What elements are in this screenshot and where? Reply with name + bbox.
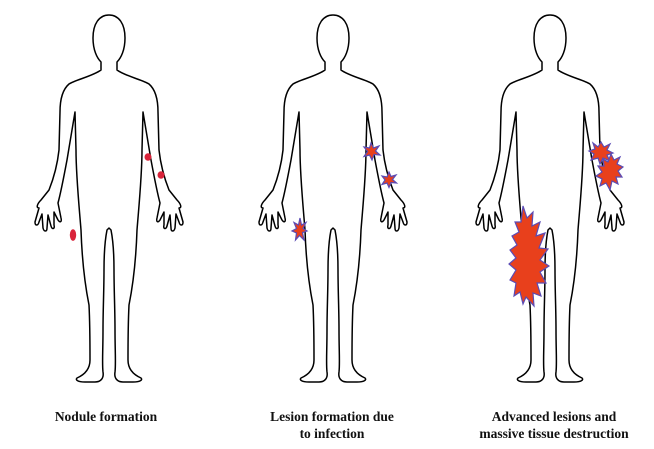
nodule-upper-arm	[145, 153, 152, 161]
caption-line: Advanced lesions and	[452, 408, 654, 425]
caption-advanced-lesions: Advanced lesions and massive tissue dest…	[452, 408, 654, 442]
body-figure-2	[259, 15, 407, 382]
nodule-thigh	[70, 229, 76, 241]
body-figure-1	[35, 15, 183, 382]
caption-line: to infection	[232, 425, 432, 442]
caption-line: Lesion formation due	[232, 408, 432, 425]
caption-line: Nodule formation	[6, 408, 206, 425]
caption-nodule-formation: Nodule formation	[6, 408, 206, 425]
nodule-forearm	[158, 171, 165, 179]
caption-line: massive tissue destruction	[452, 425, 654, 442]
body-figure-3	[476, 15, 624, 382]
caption-lesion-formation: Lesion formation due to infection	[232, 408, 432, 442]
